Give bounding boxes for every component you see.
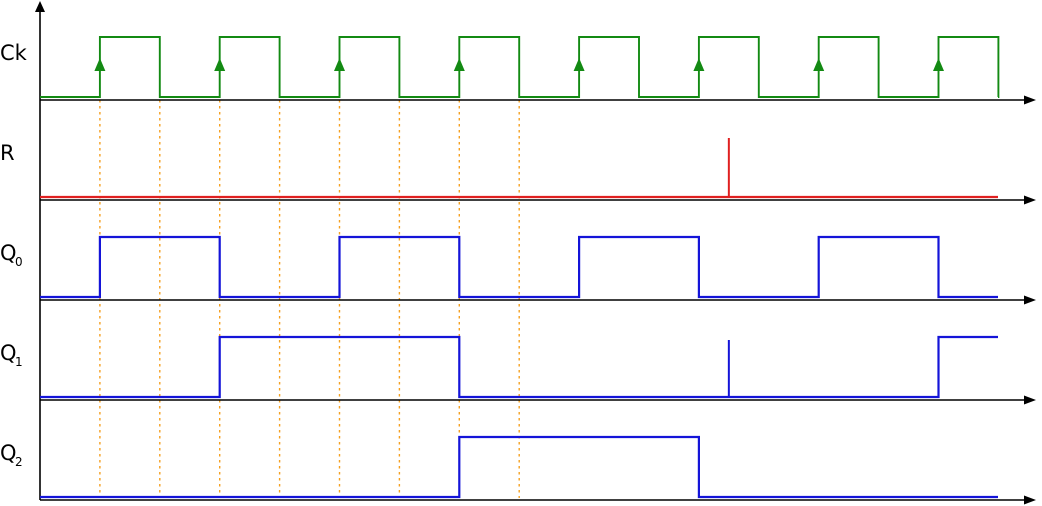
signal-label-ck: Ck	[0, 41, 28, 65]
vertical-axis-arrowhead	[35, 1, 45, 12]
clock-edge-markers	[99, 100, 520, 498]
rising-edge-arrow	[453, 58, 465, 71]
rising-edge-arrow	[94, 58, 106, 71]
time-axis-arrowhead-q1	[1024, 395, 1036, 405]
rising-edge-arrow	[334, 58, 345, 71]
waveform-ck	[40, 36, 1000, 98]
time-axis-arrowhead-q2	[1024, 495, 1036, 505]
time-axis-arrowhead-r	[1024, 195, 1036, 205]
rising-edge-arrow	[933, 58, 944, 71]
signal-label-q1: Q	[0, 341, 17, 365]
signal-label-q0: Q	[0, 241, 17, 265]
waveform-q0	[40, 235, 998, 299]
rising-edge-arrow	[214, 58, 226, 71]
waveform-q2	[40, 435, 998, 499]
rising-edge-arrow	[693, 58, 705, 71]
rising-edge-arrow	[813, 58, 825, 71]
time-axes	[35, 1, 1036, 505]
signal-label-sub-q2: 2	[15, 455, 23, 469]
signal-label-sub-q1: 1	[15, 355, 23, 369]
rising-edge-arrow	[573, 58, 585, 71]
time-axis-arrowhead-q0	[1024, 295, 1036, 305]
waveforms	[40, 36, 1000, 499]
signal-label-r: R	[0, 141, 15, 165]
waveform-q1	[40, 335, 998, 399]
signal-label-q2: Q	[0, 441, 17, 465]
signal-label-sub-q0: 0	[15, 255, 23, 269]
time-axis-arrowhead-ck	[1024, 95, 1036, 105]
